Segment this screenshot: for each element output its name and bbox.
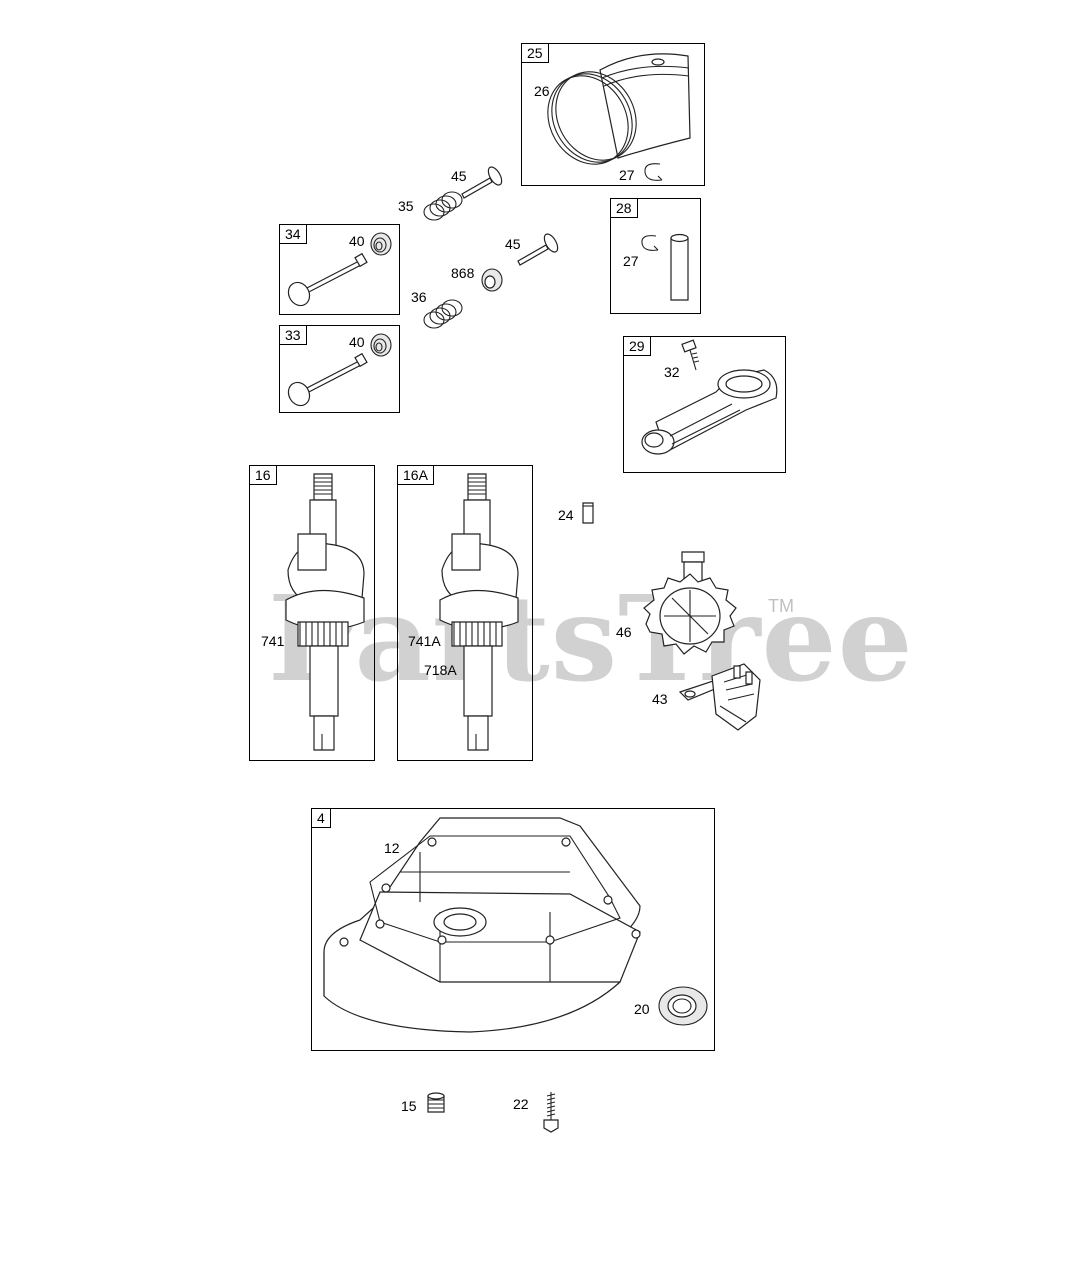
group-label-34: 34	[279, 224, 307, 244]
callout-45-lower: 45	[505, 236, 521, 252]
group-label-33: 33	[279, 325, 307, 345]
pin-clip-icon	[638, 232, 664, 254]
oil-seal-icon	[656, 984, 710, 1028]
valve-seal-icon	[479, 266, 505, 294]
valve-spring-lower-icon	[420, 294, 466, 334]
intake-valve-icon	[283, 250, 373, 310]
callout-46: 46	[616, 624, 632, 640]
callout-868: 868	[451, 265, 475, 281]
rod-bolt-icon	[680, 340, 702, 372]
flywheel-key-icon	[580, 500, 596, 526]
callout-36: 36	[411, 289, 427, 305]
callout-12: 12	[384, 840, 400, 856]
group-label-29: 29	[623, 336, 651, 356]
valve-spring-upper-icon	[420, 186, 466, 226]
callout-741: 741	[261, 633, 285, 649]
trademark-symbol: TM	[768, 596, 794, 616]
piston-pin-clip-icon	[640, 160, 668, 184]
callout-43: 43	[652, 691, 668, 707]
callout-32: 32	[664, 364, 680, 380]
crankcase-sump-illustration	[320, 812, 700, 1044]
exhaust-valve-icon	[283, 350, 373, 410]
group-label-25: 25	[521, 43, 549, 63]
group-label-16a: 16A	[397, 465, 434, 485]
group-label-16: 16	[249, 465, 277, 485]
group-box-29[interactable]: 29	[623, 336, 786, 473]
callout-40-lower: 40	[349, 334, 365, 350]
group-box-25[interactable]: 25	[521, 43, 705, 186]
group-label-28: 28	[610, 198, 638, 218]
piston-illustration	[540, 48, 700, 178]
piston-pin-icon	[668, 232, 692, 304]
callout-718a: 718A	[424, 662, 457, 678]
callout-22: 22	[513, 1096, 529, 1112]
crankshaft-16a-illustration	[432, 470, 528, 755]
valve-retainer-upper-icon	[458, 164, 506, 200]
oil-fill-plug-icon	[424, 1090, 448, 1116]
camshaft-gear-illustration	[640, 550, 750, 670]
callout-741a: 741A	[408, 633, 441, 649]
callout-35: 35	[398, 198, 414, 214]
group-label-4: 4	[311, 808, 331, 828]
callout-27-piston: 27	[619, 167, 635, 183]
valve-keeper-upper-icon	[368, 230, 394, 258]
callout-26: 26	[534, 83, 550, 99]
group-box-16[interactable]: 16	[249, 465, 375, 761]
callout-20: 20	[634, 1001, 650, 1017]
group-box-4[interactable]: 4	[311, 808, 715, 1051]
group-box-34[interactable]: 34	[279, 224, 400, 315]
sump-screw-icon	[542, 1090, 560, 1134]
group-box-28[interactable]: 28	[610, 198, 701, 314]
valve-retainer-lower-icon	[514, 231, 562, 267]
group-box-33[interactable]: 33	[279, 325, 400, 413]
connecting-rod-illustration	[636, 362, 786, 467]
callout-40-upper: 40	[349, 233, 365, 249]
crankshaft-16-illustration	[278, 470, 374, 755]
callout-45-upper: 45	[451, 168, 467, 184]
group-box-16a[interactable]: 16A	[397, 465, 533, 761]
callout-27-pin: 27	[623, 253, 639, 269]
valve-keeper-lower-icon	[368, 331, 394, 359]
callout-24: 24	[558, 507, 574, 523]
callout-15: 15	[401, 1098, 417, 1114]
governor-assembly-illustration	[676, 656, 766, 736]
